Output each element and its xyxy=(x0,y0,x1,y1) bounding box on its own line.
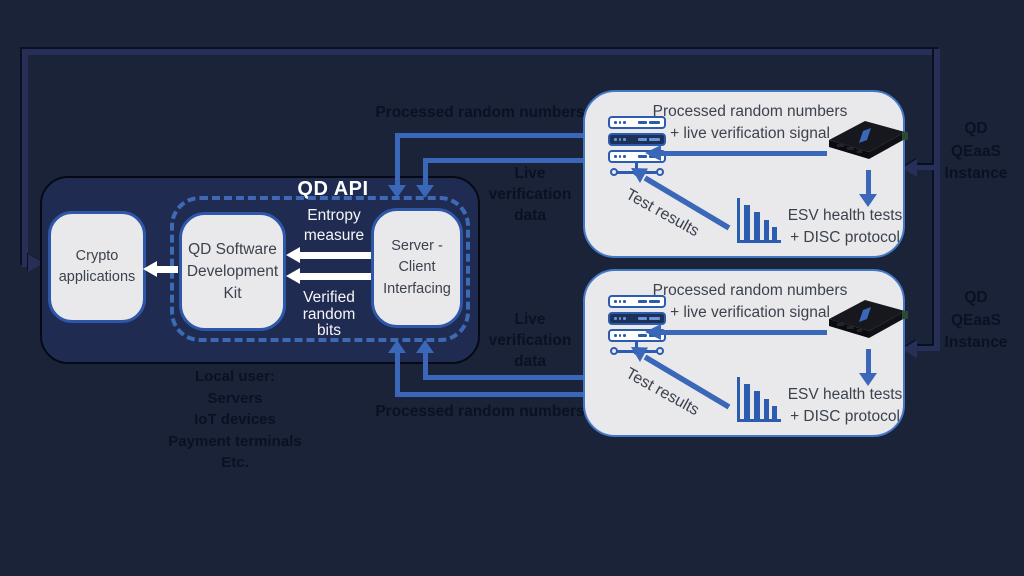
test-results-arrow-icon xyxy=(631,347,731,410)
arrow-entropy-measure-icon xyxy=(286,247,371,264)
live-bottom-arrow-icon xyxy=(416,340,434,353)
processed-bottom-arrow-icon xyxy=(388,340,406,353)
crypto-applications-box: Crypto applications xyxy=(48,211,146,323)
server-client-label: Server - Client Interfacing xyxy=(383,237,451,297)
sdk-box: QD Software Development Kit xyxy=(179,212,286,331)
request-arrow-instance-2-icon xyxy=(902,340,917,358)
device-to-server-arrow-icon xyxy=(645,324,827,340)
qeaas-label-line: QD xyxy=(964,289,988,306)
device-to-tests-arrow-icon xyxy=(859,194,877,207)
esv-line2: + DISC protocol xyxy=(790,229,900,246)
qrng-device-image xyxy=(829,300,908,338)
processed-bottom-line-v xyxy=(395,352,400,395)
qeaas-label-line: Instance xyxy=(944,165,1008,182)
live-verification-data-label-top: Live verification data xyxy=(488,165,572,224)
descending-bar-chart-icon xyxy=(737,377,783,422)
device-to-tests-line xyxy=(866,170,871,196)
arrow-verified-bits-icon xyxy=(286,268,371,285)
esv-line2: + DISC protocol xyxy=(790,408,900,425)
qeaas-instance-panel-1: Processed random numbers + live verifica… xyxy=(583,90,908,258)
sdk-label: QD Software Development Kit xyxy=(186,240,279,302)
qeaas-instance-label-1: QD QEaaS Instance xyxy=(924,118,1024,186)
local-user-line: Etc. xyxy=(221,454,249,471)
local-user-line: IoT devices xyxy=(194,411,276,428)
processed-bottom-line-h xyxy=(395,392,583,397)
local-user-label: Local user: Servers IoT devices Payment … xyxy=(135,366,335,474)
entropy-measure-label: Entropy measure xyxy=(303,207,365,244)
server-client-box: Server - Client Interfacing xyxy=(371,208,463,328)
live-top-line-v xyxy=(423,158,428,186)
device-to-tests-line xyxy=(866,349,871,375)
instance-signal-line1: Processed random numbers xyxy=(652,103,848,120)
instance-signal-line2: + live verification signal xyxy=(670,124,830,142)
qeaas-instance-label-2: QD QEaaS Instance xyxy=(924,287,1024,355)
processed-top-arrow-icon xyxy=(388,185,406,198)
qeaas-label-line: QD xyxy=(964,120,988,137)
esv-line1: ESV health tests xyxy=(787,207,903,224)
esv-line1: ESV health tests xyxy=(787,386,903,403)
test-results-arrow-icon xyxy=(631,168,731,231)
local-user-line: Local user: xyxy=(194,368,276,385)
request-stub-instance-1 xyxy=(916,165,934,170)
qeaas-label-line: QEaaS xyxy=(951,142,1001,160)
esv-health-label: ESV health tests + DISC protocol xyxy=(781,384,909,428)
live-top-arrow-icon xyxy=(416,185,434,198)
processed-random-numbers-label-top: Processed random numbers xyxy=(375,104,585,121)
qrng-device-image xyxy=(829,121,908,159)
qd-api-title: QD API xyxy=(297,178,369,200)
instance-signal-line2: + live verification signal xyxy=(670,303,830,321)
crypto-applications-label: Crypto applications xyxy=(58,248,136,285)
descending-bar-chart-icon xyxy=(737,198,783,243)
instance-signal-line1: Processed random numbers xyxy=(652,282,848,299)
local-user-line: Payment terminals xyxy=(168,432,302,450)
request-line-left xyxy=(22,49,28,267)
processed-random-numbers-label-bottom: Processed random numbers xyxy=(375,403,585,420)
esv-health-label: ESV health tests + DISC protocol xyxy=(781,205,909,249)
live-top-line-h xyxy=(423,158,583,163)
processed-top-line-h xyxy=(395,133,583,138)
qeaas-instance-panel-2: Processed random numbers + live verifica… xyxy=(583,269,908,437)
device-to-tests-arrow-icon xyxy=(859,373,877,386)
qeaas-label-line: QEaaS xyxy=(951,311,1001,329)
server-stack-icon xyxy=(608,293,672,359)
local-user-line: Servers xyxy=(207,389,263,407)
live-bottom-line-v xyxy=(423,352,428,378)
arrow-sdk-to-crypto-icon xyxy=(143,261,178,278)
request-stub-instance-2 xyxy=(916,346,934,351)
live-verification-data-label-bottom: Live verification data xyxy=(488,311,572,370)
request-arrow-instance-1-icon xyxy=(902,159,917,177)
instance-signal-title: Processed random numbers + live verifica… xyxy=(641,101,859,144)
verified-random-bits-label: Verified random bits xyxy=(302,289,356,339)
instance-signal-title: Processed random numbers + live verifica… xyxy=(641,280,859,323)
request-line-top xyxy=(22,49,940,55)
live-bottom-line-h xyxy=(423,375,583,380)
device-to-server-arrow-icon xyxy=(645,145,827,161)
qeaas-label-line: Instance xyxy=(944,334,1008,351)
processed-top-line-v xyxy=(395,133,400,186)
request-line-right xyxy=(934,49,940,351)
